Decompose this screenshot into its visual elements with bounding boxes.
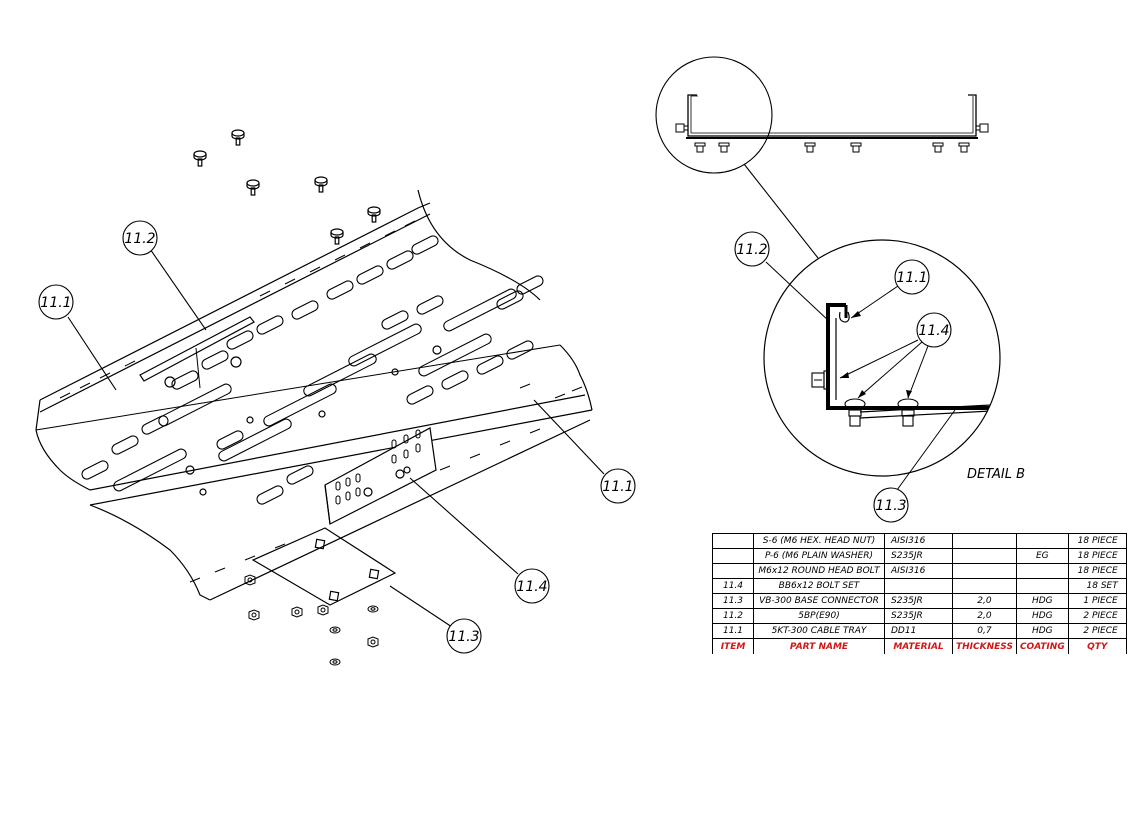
bom-thickness: 2,0 (952, 593, 1017, 609)
splice-plate-near (324, 427, 437, 525)
bom-header-thickness: THICKNESS (952, 638, 1017, 654)
detail-b-marker-circle (655, 56, 773, 174)
detail-callout-11-2-label: 11.2 (736, 242, 767, 258)
bom-qty: 18 PIECE (1067, 563, 1127, 579)
bom-qty: 2 PIECE (1067, 608, 1127, 624)
isometric-tray-assembly (35, 129, 593, 666)
main-leader-lines (67, 245, 605, 628)
callout-11-3-circle (446, 618, 482, 654)
loose-bolts (193, 129, 381, 245)
bom-material: AISI316 (884, 563, 953, 579)
bom-coating: HDG (1015, 608, 1069, 624)
callout-11-1-right-label: 11.1 (602, 479, 633, 495)
tray-section-view (675, 94, 989, 153)
bom-item: 11.1 (712, 623, 754, 639)
callout-11-2-circle (122, 220, 158, 256)
bom-material: DD11 (884, 623, 953, 639)
callout-11-1-left-circle (38, 284, 74, 320)
callout-11-2-label: 11.2 (124, 231, 155, 247)
bom-coating: HDG (1015, 593, 1069, 609)
bom-item (712, 548, 754, 564)
bom-coating (1015, 563, 1069, 579)
callout-11-4-label: 11.4 (516, 579, 547, 595)
detail-callout-11-2-circle (734, 231, 770, 267)
splice-plate-far (139, 316, 255, 389)
main-callout-circles (38, 220, 636, 654)
bom-material: S235JR (884, 593, 953, 609)
bom-qty: 2 PIECE (1067, 623, 1127, 639)
bom-qty: 1 PIECE (1067, 593, 1127, 609)
detail-callout-11-4-label: 11.4 (918, 323, 949, 339)
bom-item (712, 563, 754, 579)
callout-11-4-circle (514, 568, 550, 604)
bom-coating: EG (1015, 548, 1069, 564)
detail-b-contents (811, 303, 1000, 427)
bom-header-qty: QTY (1067, 638, 1127, 654)
bom-qty: 18 SET (1067, 578, 1127, 594)
callout-11-1-right-circle (600, 468, 636, 504)
bom-part-name: VB-300 BASE CONNECTOR (753, 593, 885, 609)
bom-material: AISI316 (884, 533, 953, 549)
loose-nuts (244, 574, 379, 666)
bom-header-part-name: PART NAME (753, 638, 885, 654)
bom-qty: 18 PIECE (1067, 533, 1127, 549)
bom-header-item: ITEM (712, 638, 754, 654)
bom-header-row: ITEM PART NAME MATERIAL THICKNESS COATIN… (712, 638, 1127, 654)
bom-item: 11.3 (712, 593, 754, 609)
detail-b-title: DETAIL B (967, 467, 1025, 482)
bom-part-name: 5BP(E90) (753, 608, 885, 624)
detail-b-link-line (743, 163, 819, 259)
bom-thickness (952, 578, 1017, 594)
bom-coating (1015, 533, 1069, 549)
bom-part-name: S-6 (M6 HEX. HEAD NUT) (753, 533, 885, 549)
bom-material (884, 578, 953, 594)
detail-callout-circles (734, 231, 952, 523)
detail-callout-11-1-label: 11.1 (896, 270, 927, 286)
bom-item: 11.2 (712, 608, 754, 624)
callout-11-3-label: 11.3 (448, 629, 479, 645)
detail-callout-11-1-circle (894, 259, 930, 295)
bom-part-name: M6x12 ROUND HEAD BOLT (753, 563, 885, 579)
detail-callout-11-3-label: 11.3 (875, 498, 906, 514)
bom-thickness (952, 533, 1017, 549)
main-callout-labels: 11.2 11.1 11.1 11.4 11.3 (40, 231, 633, 645)
bom-item (712, 533, 754, 549)
bom-thickness (952, 563, 1017, 579)
bom-material: S235JR (884, 608, 953, 624)
bom-thickness: 2,0 (952, 608, 1017, 624)
cable-tray-body (35, 189, 593, 601)
base-connector (251, 527, 397, 606)
bom-qty: 18 PIECE (1067, 548, 1127, 564)
bom-header-material: MATERIAL (884, 638, 953, 654)
bom-item: 11.4 (712, 578, 754, 594)
bom-header-coating: COATING (1015, 638, 1069, 654)
bom-material: S235JR (884, 548, 953, 564)
callout-11-1-left-label: 11.1 (40, 295, 71, 311)
bom-thickness: 0,7 (952, 623, 1017, 639)
bom-part-name: P-6 (M6 PLAIN WASHER) (753, 548, 885, 564)
bom-coating: HDG (1015, 623, 1069, 639)
detail-callout-11-4-circle (916, 312, 952, 348)
bom-part-name: BB6x12 BOLT SET (753, 578, 885, 594)
detail-arrowheads (840, 311, 912, 398)
bom-thickness (952, 548, 1017, 564)
bom-coating (1015, 578, 1069, 594)
bom-part-name: 5KT-300 CABLE TRAY (753, 623, 885, 639)
detail-callout-labels: 11.2 11.1 11.4 11.3 (736, 242, 949, 514)
bom-row: S-6 (M6 HEX. HEAD NUT)AISI316 18 PIECE (712, 533, 1127, 549)
detail-callout-11-3-circle (873, 487, 909, 523)
